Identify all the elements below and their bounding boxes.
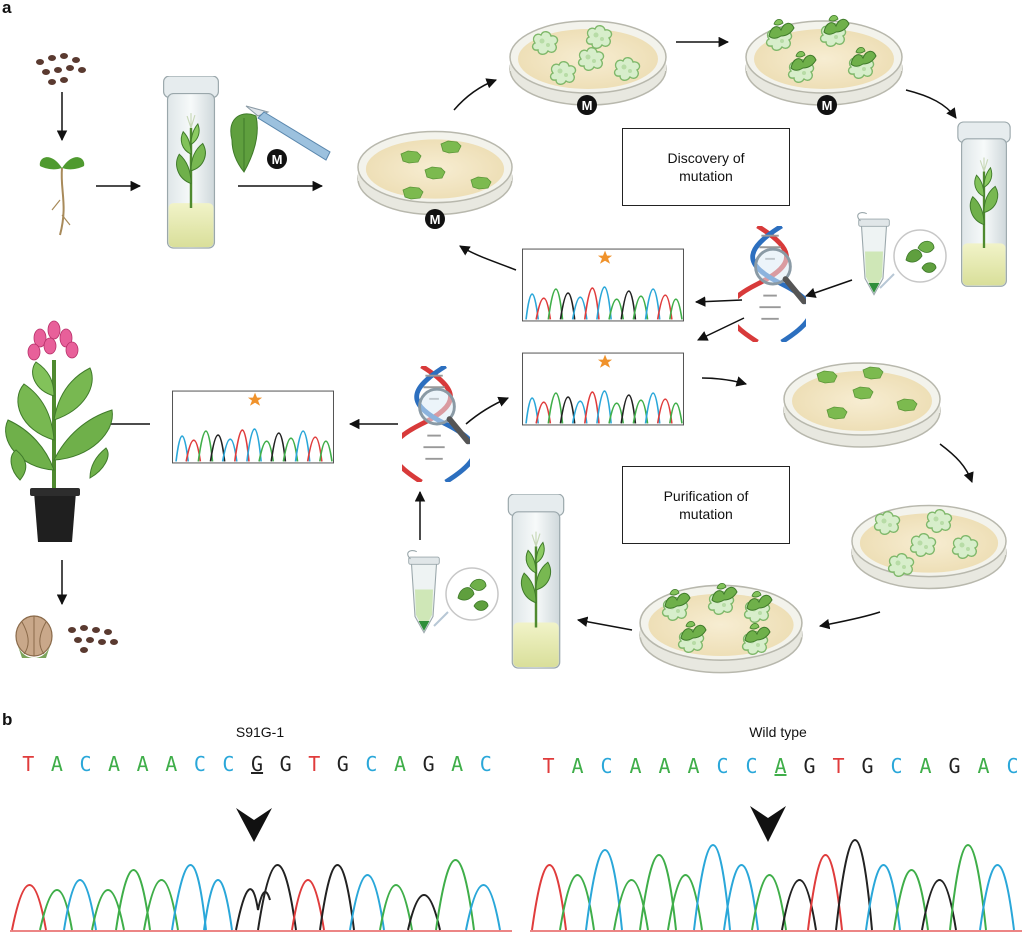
mutant-trace — [11, 859, 501, 931]
sequence-base: G — [279, 752, 292, 776]
sequence-base: G — [948, 754, 961, 778]
sequence-base: A — [50, 752, 63, 776]
sequence-base: A — [774, 754, 787, 778]
sequence-base: C — [79, 752, 92, 776]
sequence-base: A — [136, 752, 149, 776]
flowering-plant — [5, 320, 113, 542]
sequence-base: C — [600, 754, 613, 778]
sequence-base: G — [861, 754, 874, 778]
mutagen-marker-2: M — [429, 211, 441, 227]
sequence-base: G — [422, 752, 435, 776]
sequence-base: G — [336, 752, 349, 776]
sequence-base: T — [542, 754, 555, 778]
purification-of-mutation-box: Purification of mutation — [622, 466, 790, 544]
sequence-base: A — [658, 754, 671, 778]
sequence-base: C — [1006, 754, 1019, 778]
sequence-base: A — [165, 752, 178, 776]
sequence-base: A — [919, 754, 932, 778]
sequence-base: A — [451, 752, 464, 776]
sequence-base: C — [745, 754, 758, 778]
seed-pod-and-seeds — [15, 615, 118, 658]
mutation-arrowhead-wildtype — [750, 806, 786, 842]
sequence-base: C — [365, 752, 378, 776]
sequence-base: A — [629, 754, 642, 778]
discovery-of-mutation-box: Discovery of mutation — [622, 128, 790, 206]
discovery-line-1: Discovery of — [667, 150, 745, 166]
mutagen-marker-4: M — [821, 97, 833, 113]
panel-a-label: a — [2, 0, 12, 17]
wildtype-trace — [531, 839, 1015, 931]
purification-line-1: Purification of — [663, 488, 749, 504]
mutagen-marker-3: M — [581, 97, 593, 113]
sequence-base: C — [222, 752, 235, 776]
mutagen-marker-1: M — [271, 151, 283, 167]
mutation-arrowhead-mutant — [236, 808, 272, 842]
sequence-base: G — [251, 752, 264, 776]
sequence-base: C — [479, 752, 492, 776]
trace-title-mutant: S91G-1 — [235, 724, 285, 740]
sequence-base: G — [803, 754, 816, 778]
leaf-and-scalpel — [230, 105, 331, 173]
panel-b-label: b — [2, 710, 13, 729]
discovery-line-2: mutation — [679, 168, 733, 184]
sequence-base: T — [832, 754, 845, 778]
sequence-base: A — [393, 752, 407, 776]
sequence-base: A — [571, 754, 584, 778]
trace-title-wildtype: Wild type — [749, 724, 807, 740]
sequence-base: C — [716, 754, 729, 778]
sequence-base: A — [977, 754, 990, 778]
purification-line-2: mutation — [679, 506, 733, 522]
sequence-base: T — [308, 752, 321, 776]
sequence-base: A — [687, 754, 700, 778]
sequence-base: C — [193, 752, 206, 776]
sequence-base: A — [108, 752, 121, 776]
sequence-base: T — [22, 752, 35, 776]
sequence-base: C — [890, 754, 903, 778]
workflow-diagram — [5, 14, 1024, 674]
seeds-top — [36, 53, 86, 85]
seedling — [39, 157, 85, 236]
